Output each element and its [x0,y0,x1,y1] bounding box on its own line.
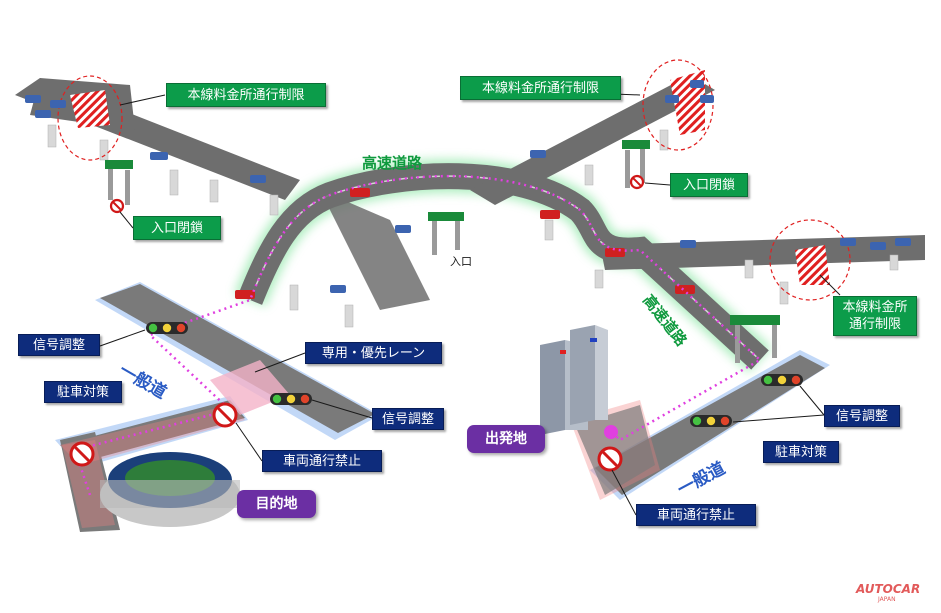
signal-2 [270,393,312,405]
toll-restriction-right-line1: 本線料金所 [842,300,908,315]
departure-marker [604,425,618,439]
toll-circle-left [57,75,123,161]
signal-adjust-left-1-label: 信号調整 [18,334,100,356]
parking-measures-right-label: 駐車対策 [763,441,839,463]
toll-restriction-right-label: 本線料金所 通行制限 [833,296,917,336]
destination-label: 目的地 [237,490,316,518]
entrance-closed-right-label: 入口閉鎖 [670,173,748,197]
signal-3 [761,374,803,386]
no-entry-icon [69,174,645,472]
toll-circle-right-top [642,59,714,151]
stadium [100,452,240,527]
toll-barrier-right [795,245,830,285]
signal-adjust-right-label: 信号調整 [824,405,900,427]
brand-logo: AUTOCAR [856,582,921,596]
signal-adjust-left-2-label: 信号調整 [372,408,444,430]
parking-measures-left-label: 駐車対策 [44,381,122,403]
gantry-left [105,160,133,205]
cars-expressway [25,80,911,293]
no-vehicles-left-label: 車両通行禁止 [262,450,382,472]
no-vehicles-right-label: 車両通行禁止 [636,504,756,526]
gantry-right [730,315,780,363]
signal-4 [690,415,732,427]
toll-barrier-left [70,90,110,128]
toll-circle-right [769,219,851,301]
signal-1 [146,322,188,334]
expressway-label-top: 高速道路 [362,154,423,172]
restricted-zone-left [60,405,245,465]
brand-logo-sub: JAPAN [878,596,896,603]
route-line [73,174,763,496]
departure-label: 出発地 [467,425,545,453]
dedicated-lane-zone [210,360,290,415]
expressway [15,59,925,373]
toll-restriction-right-top-label: 本線料金所通行制限 [460,76,621,100]
buildings [540,325,608,435]
toll-restriction-right-line2: 通行制限 [848,317,901,332]
toll-restriction-left-label: 本線料金所通行制限 [166,83,326,107]
dedicated-lane-label: 専用・優先レーン [305,342,442,364]
leader-lines [99,87,841,516]
gantry-right-top [622,140,650,188]
gantry-center [428,212,464,255]
entrance-closed-left-label: 入口閉鎖 [133,216,221,240]
entrance-label: 入口 [450,255,472,268]
